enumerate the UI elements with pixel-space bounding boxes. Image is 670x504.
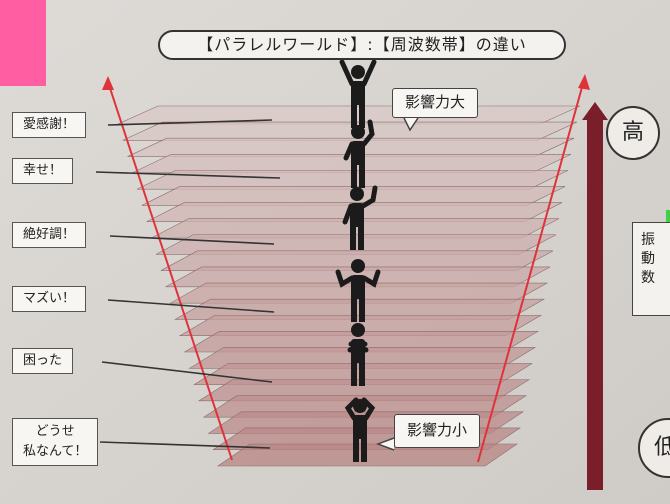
vibration-label: 振 動 数 (632, 222, 670, 316)
level-label-hopeless-line1: どうせ (35, 424, 75, 439)
level-label-hopeless: どうせ 私なんて！ (12, 418, 99, 466)
level-label-troubled: 困った (12, 348, 74, 374)
leader-line (99, 441, 271, 449)
leader-line (107, 119, 273, 126)
vibration-arrow-head (582, 102, 608, 120)
stick-figure (343, 119, 375, 188)
diagram-title: 【パラレルワールド】:【周波数帯】の違い (158, 30, 566, 60)
leader-line (109, 235, 275, 245)
callout-top-tail (403, 117, 419, 132)
high-badge: 高 (606, 106, 660, 160)
level-label-happy: 幸せ！ (12, 158, 74, 184)
leader-line (107, 299, 275, 313)
stick-figure (342, 185, 378, 250)
vibration-char-1: 振 (641, 232, 655, 248)
callout-low-influence: 影響力小 (394, 414, 481, 448)
vibration-arrow-shaft (587, 118, 603, 490)
leader-line (101, 361, 273, 383)
funnel-right-line (477, 79, 585, 463)
label-leader-lines (95, 119, 281, 449)
callout-high-influence: 影響力大 (392, 88, 479, 118)
callout-bottom-tail (375, 437, 395, 451)
frequency-layers (117, 105, 581, 467)
vibration-char-2: 動 (641, 251, 655, 267)
frequency-layer (122, 121, 578, 141)
level-label-hopeless-line2: 私なんて！ (23, 444, 88, 459)
level-label-gratitude: 愛感謝！ (12, 112, 87, 138)
stick-figure (339, 59, 377, 128)
funnel-right-arrowhead (578, 74, 590, 90)
funnel-left-line (107, 81, 233, 461)
level-label-bad: マズい！ (12, 286, 87, 312)
stick-figures (335, 59, 381, 462)
level-label-great: 絶好調！ (12, 222, 87, 248)
vibration-char-3: 数 (641, 270, 655, 286)
stick-figure (344, 397, 376, 462)
leader-line (95, 171, 281, 179)
frequency-layer (117, 105, 581, 125)
funnel-left-arrowhead (102, 76, 114, 90)
stick-figure (347, 323, 369, 386)
stick-figure (335, 259, 381, 322)
pink-sticky-note (0, 0, 46, 86)
